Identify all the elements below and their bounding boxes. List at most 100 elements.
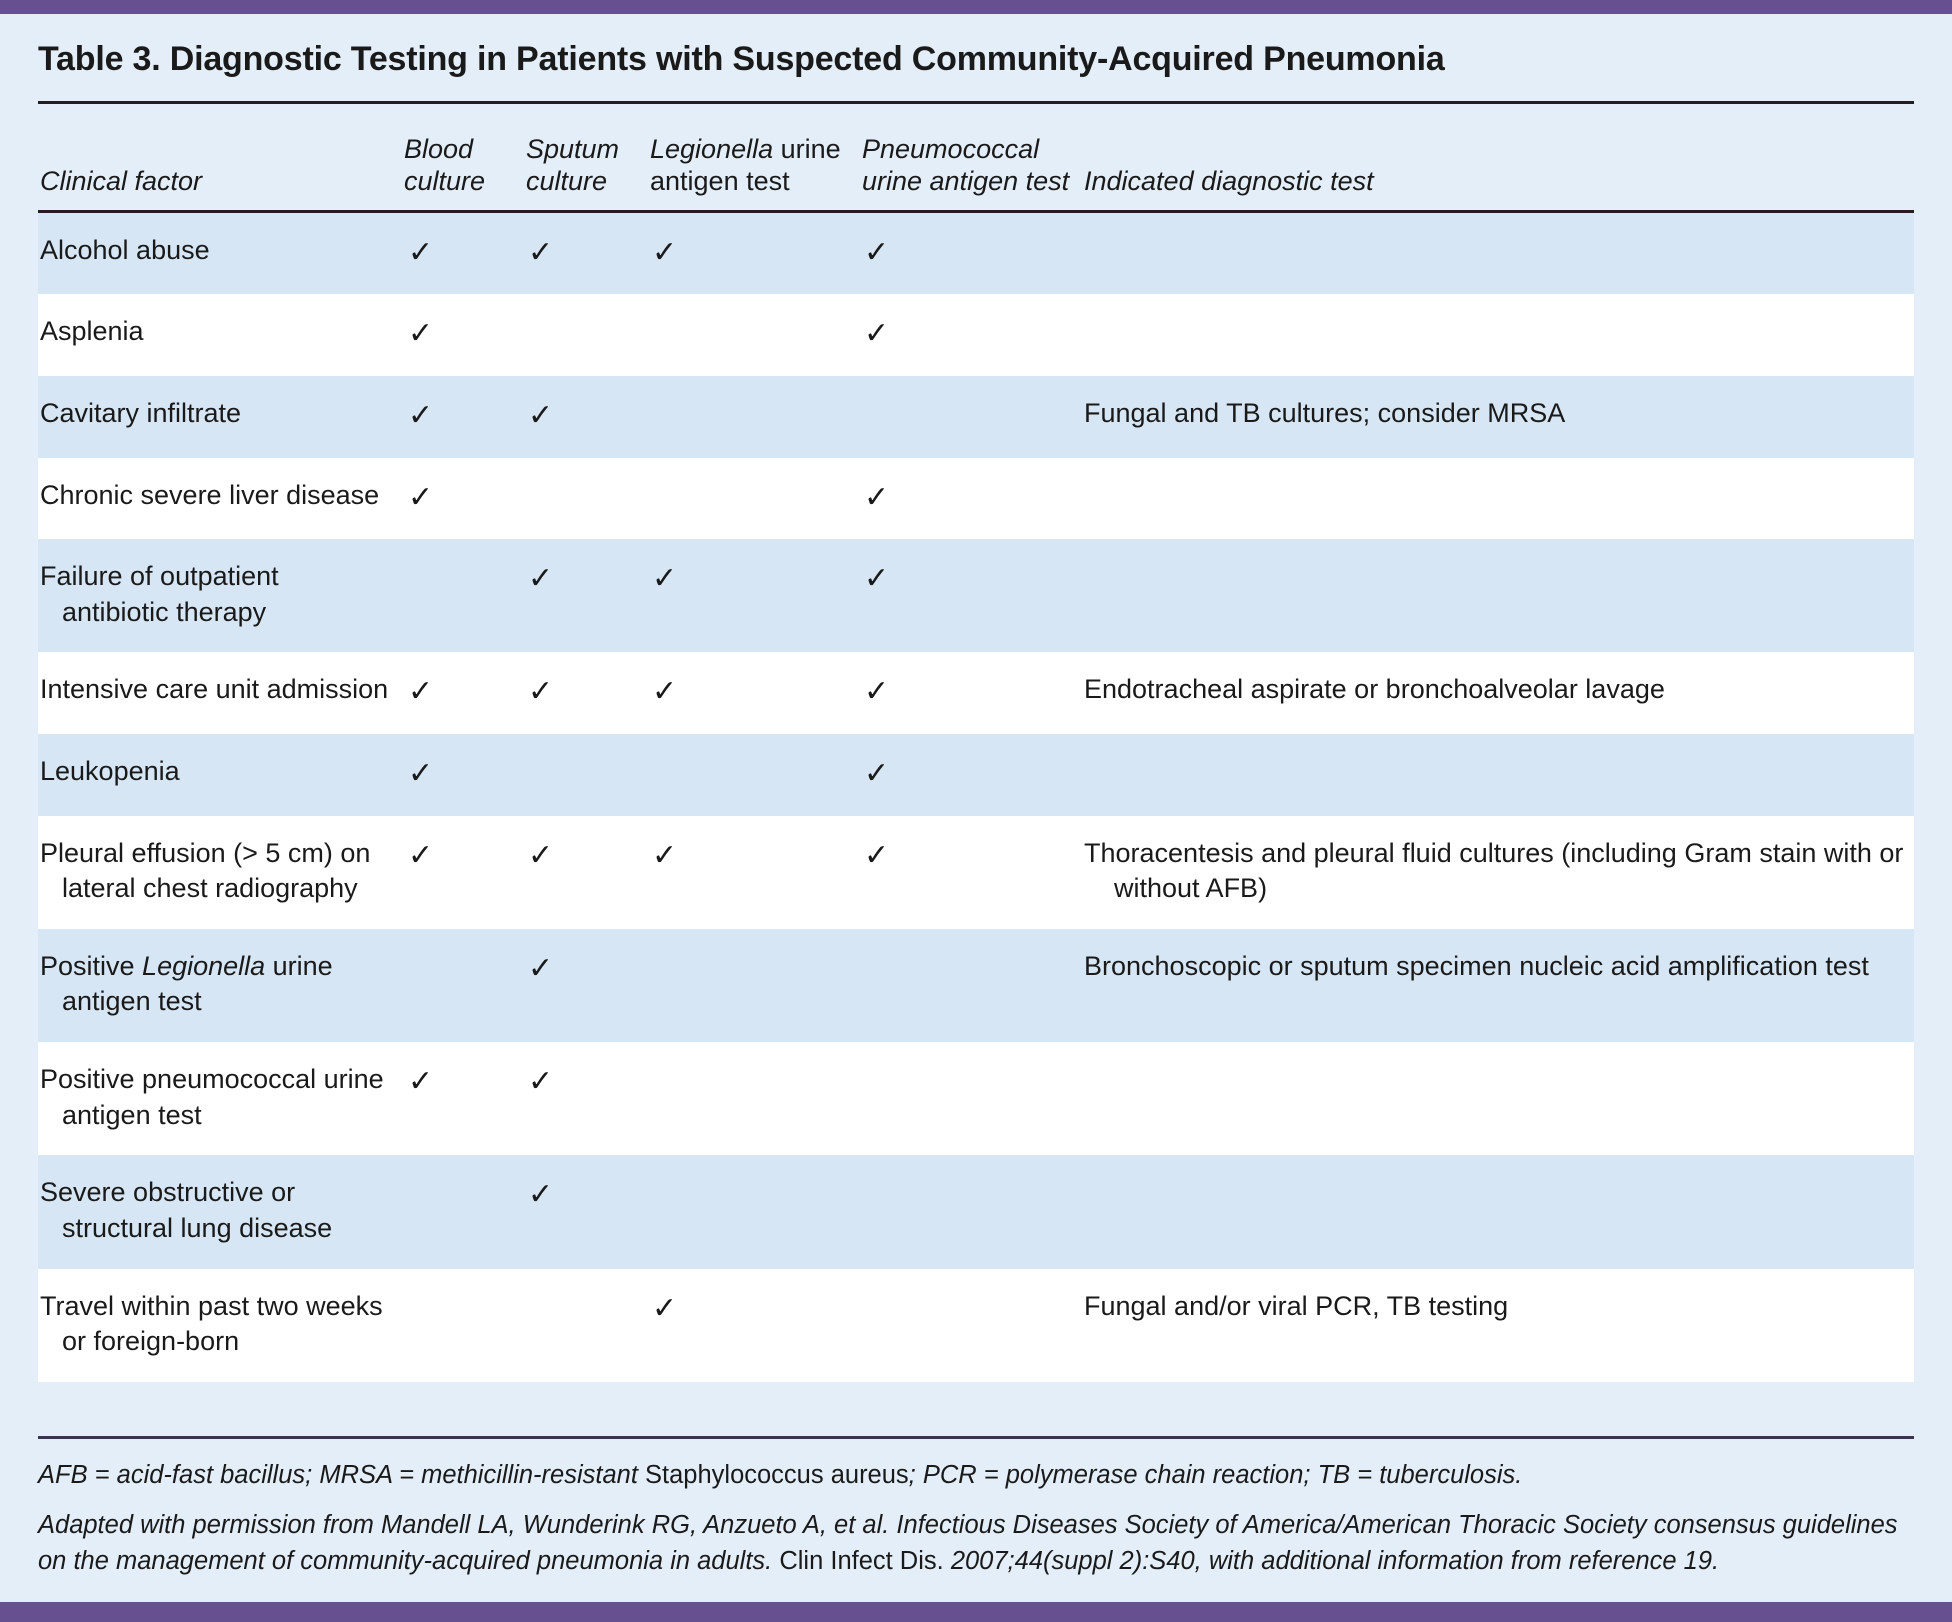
cell-blood-culture [398, 1155, 520, 1269]
clinical-factor-text: Severe obstructive or structural lung di… [40, 1177, 333, 1243]
checkmark-icon: ✓ [864, 562, 890, 596]
checkmark-icon: ✓ [528, 1178, 554, 1212]
table-row: Intensive care unit admission✓✓✓✓Endotra… [38, 652, 1914, 734]
cell-legionella-urine-antigen-test: ✓ [644, 539, 856, 653]
cell-clinical-factor: Alcohol abuse [38, 211, 398, 295]
indicated-test-text: Bronchoscopic or sputum specimen nucleic… [1084, 950, 1869, 981]
checkmark-icon: ✓ [528, 398, 554, 432]
checkmark-icon: ✓ [408, 398, 434, 432]
table-content: Table 3. Diagnostic Testing in Patients … [0, 14, 1952, 1602]
cell-sputum-culture: ✓ [520, 211, 644, 295]
checkmark-icon: ✓ [864, 235, 890, 269]
checkmark-icon: ✓ [652, 562, 678, 596]
abbrev-part-1: AFB = acid-fast bacillus; MRSA = methici… [38, 1460, 646, 1489]
cell-legionella-urine-antigen-test: ✓ [644, 1268, 856, 1382]
cell-clinical-factor: Pleural effusion (> 5 cm) on lateral che… [38, 815, 398, 929]
cell-blood-culture [398, 1268, 520, 1382]
cell-pneumococcal-urine-antigen-test: ✓ [856, 815, 1076, 929]
indicated-test-text: Endotracheal aspirate or bronchoalveolar… [1084, 674, 1665, 705]
column-header-sputum-culture: Sputum culture [520, 104, 644, 210]
cell-sputum-culture [520, 457, 644, 540]
clinical-factor-text: Chronic severe liver disease [40, 479, 380, 510]
clinical-factor-text: Leukopenia [40, 755, 180, 786]
checkmark-icon: ✓ [864, 838, 890, 872]
column-header-legionella-urine-antigen-test: Legionella urine antigen test [644, 104, 856, 210]
column-header-clinical-factor: Clinical factor [40, 165, 203, 196]
source-part-1: Adapted with permission from Mandell LA,… [38, 1510, 1898, 1576]
indicated-test-text: Fungal and/or viral PCR, TB testing [1084, 1290, 1509, 1321]
cell-pneumococcal-urine-antigen-test: ✓ [856, 539, 1076, 653]
table-row: Positive Legionella urine antigen test✓B… [38, 928, 1914, 1043]
footnotes: AFB = acid-fast bacillus; MRSA = methici… [38, 1439, 1914, 1580]
cell-legionella-urine-antigen-test: ✓ [644, 211, 856, 295]
checkmark-icon: ✓ [528, 675, 554, 709]
header-line-1-rest: urine [773, 134, 841, 164]
cell-blood-culture: ✓ [398, 294, 520, 376]
cell-blood-culture [398, 928, 520, 1043]
checkmark-icon: ✓ [652, 838, 678, 872]
checkmark-icon: ✓ [408, 480, 434, 514]
clinical-factor-text: Failure of outpatient antibiotic therapy [40, 561, 279, 627]
checkmark-icon: ✓ [528, 838, 554, 872]
cell-sputum-culture: ✓ [520, 815, 644, 929]
checkmark-icon: ✓ [528, 562, 554, 596]
cell-clinical-factor: Positive pneumococcal urine antigen test [38, 1042, 398, 1156]
cell-pneumococcal-urine-antigen-test: ✓ [856, 652, 1076, 734]
cell-pneumococcal-urine-antigen-test: ✓ [856, 733, 1076, 816]
clinical-factor-text: Cavitary infiltrate [40, 397, 242, 428]
checkmark-icon: ✓ [408, 317, 434, 351]
checkmark-icon: ✓ [864, 480, 890, 514]
cell-sputum-culture [520, 1268, 644, 1382]
checkmark-icon: ✓ [528, 235, 554, 269]
checkmark-icon: ✓ [864, 317, 890, 351]
clinical-factor-text: Alcohol abuse [40, 234, 210, 265]
table-row: Cavitary infiltrate ✓ ✓ Fungal and TB cultu… [38, 375, 1914, 458]
cell-indicated-diagnostic-test: Fungal and TB cultures; consider MRSA [1076, 375, 1914, 458]
checkmark-icon: ✓ [528, 1065, 554, 1099]
cell-clinical-factor: Leukopenia [38, 733, 398, 816]
cell-blood-culture: ✓ [398, 733, 520, 816]
clinical-factor-text: Asplenia [40, 316, 144, 347]
header-divider [38, 208, 1914, 213]
header-line-1: Pneumococcal [862, 134, 1040, 164]
clinical-factor-text: Pleural effusion (> 5 cm) on lateral che… [40, 837, 371, 904]
cell-indicated-diagnostic-test [1076, 1155, 1914, 1269]
source-part-3: 2007;44(suppl 2):S40, with additional in… [943, 1547, 1720, 1576]
cell-sputum-culture: ✓ [520, 928, 644, 1043]
checkmark-icon: ✓ [408, 838, 434, 872]
cell-sputum-culture [520, 294, 644, 376]
header-line-1: Sputum [526, 134, 620, 164]
column-header-indicated-diagnostic-test: Indicated diagnostic test [1084, 165, 1374, 196]
cell-clinical-factor: Cavitary infiltrate [38, 375, 398, 458]
cell-sputum-culture: ✓ [520, 1042, 644, 1156]
cell-pneumococcal-urine-antigen-test [856, 928, 1076, 1043]
header-line-2: antigen test [650, 165, 790, 196]
species-name: Legionella [142, 950, 266, 981]
cell-legionella-urine-antigen-test [644, 733, 856, 816]
cell-blood-culture: ✓ [398, 375, 520, 458]
cell-pneumococcal-urine-antigen-test: ✓ [856, 211, 1076, 295]
checkmark-icon: ✓ [528, 951, 554, 985]
cell-blood-culture: ✓ [398, 1042, 520, 1156]
cell-indicated-diagnostic-test: Fungal and/or viral PCR, TB testing [1076, 1268, 1914, 1382]
cell-pneumococcal-urine-antigen-test [856, 375, 1076, 458]
checkmark-icon: ✓ [408, 756, 434, 790]
header-line-2: culture [526, 165, 608, 196]
checkmark-icon: ✓ [652, 675, 678, 709]
cell-blood-culture [398, 539, 520, 653]
indicated-test-text: Thoracentesis and pleural fluid cultures… [1084, 837, 1904, 904]
cell-sputum-culture [520, 733, 644, 816]
cell-clinical-factor: Failure of outpatient antibiotic therapy [38, 539, 398, 653]
cell-pneumococcal-urine-antigen-test [856, 1155, 1076, 1269]
checkmark-icon: ✓ [864, 675, 890, 709]
table-body: Alcohol abuse✓✓✓✓Asplenia✓✓Cavitary infi… [38, 211, 1914, 1382]
accent-bar-bottom [0, 1602, 1952, 1622]
cell-clinical-factor: Severe obstructive or structural lung di… [38, 1155, 398, 1269]
cell-indicated-diagnostic-test [1076, 733, 1914, 816]
table-bottom-spacer [0, 1382, 1952, 1408]
cell-blood-culture: ✓ [398, 457, 520, 540]
title-divider [38, 101, 1914, 104]
cell-pneumococcal-urine-antigen-test [856, 1268, 1076, 1382]
checkmark-icon: ✓ [652, 235, 678, 269]
cell-pneumococcal-urine-antigen-test: ✓ [856, 294, 1076, 376]
